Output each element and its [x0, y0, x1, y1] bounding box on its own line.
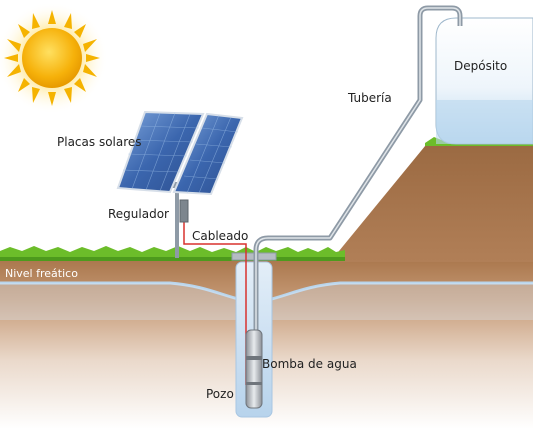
solar-panel-icon	[118, 112, 242, 194]
regulator-box-icon	[180, 200, 188, 222]
pump-label: Bomba de agua	[262, 357, 357, 371]
sun-icon	[0, 2, 108, 114]
water-tank-icon	[436, 18, 533, 144]
submersible-pump-icon	[246, 330, 262, 408]
solar-panels-label: Placas solares	[57, 135, 142, 149]
water-table-label: Nivel freático	[5, 267, 78, 280]
cabling-label: Cableado	[192, 229, 248, 243]
panel-pole	[175, 186, 179, 258]
tank-label: Depósito	[454, 59, 507, 73]
regulator-label: Regulador	[108, 207, 169, 221]
hill	[330, 140, 533, 262]
pipe-label: Tubería	[347, 91, 392, 105]
well-label: Pozo	[206, 387, 234, 401]
